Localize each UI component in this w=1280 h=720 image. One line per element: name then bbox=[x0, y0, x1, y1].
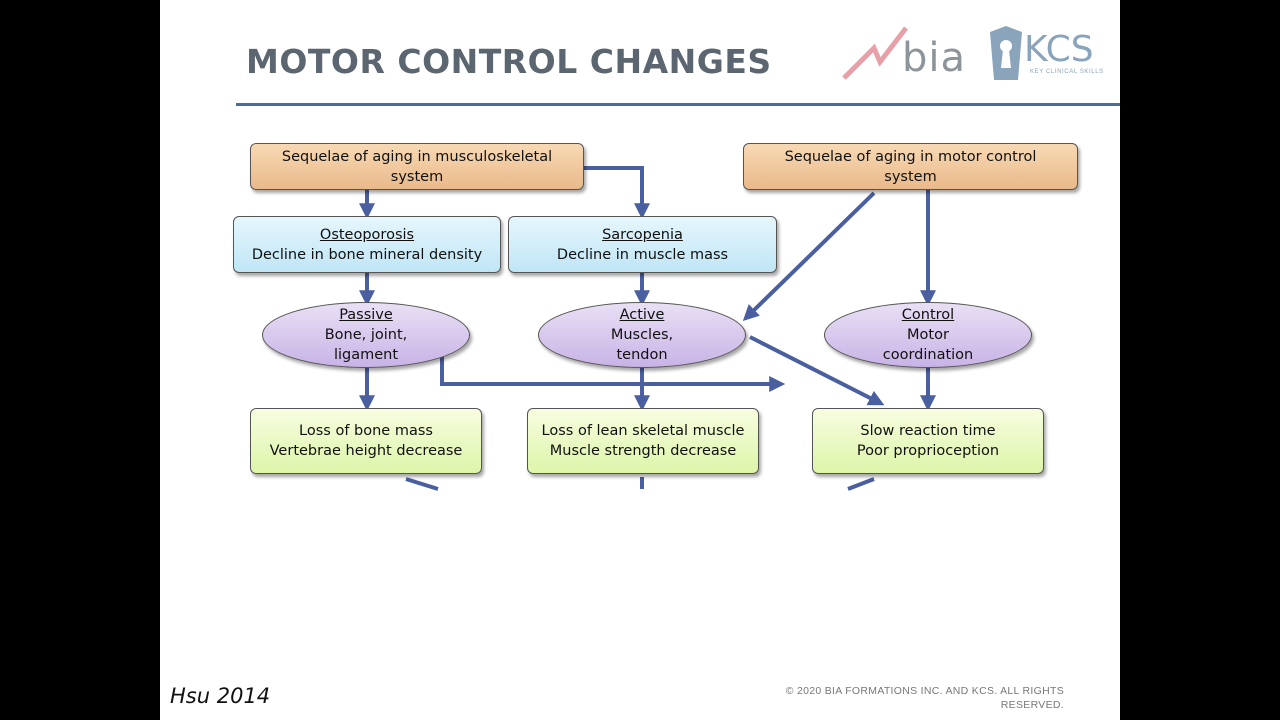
box-osteoporosis: Osteoporosis Decline in bone mineral den… bbox=[233, 216, 501, 273]
oval-passive: Passive Bone, joint, ligament bbox=[262, 302, 470, 368]
sequelae-ms-line2: system bbox=[390, 168, 444, 185]
arrow-mc-to-active bbox=[742, 191, 876, 322]
control-heading: Control bbox=[901, 307, 955, 323]
arrow-active-to-slow-reaction bbox=[749, 335, 885, 406]
slide-title: MOTOR CONTROL CHANGES bbox=[246, 42, 772, 81]
bia-logo-text: bia bbox=[902, 35, 967, 81]
sequelae-mc-line1: Sequelae of aging in motor control bbox=[784, 148, 1037, 165]
bia-logo-mark bbox=[842, 26, 908, 80]
oval-control: Control Motor coordination bbox=[824, 302, 1032, 368]
active-heading: Active bbox=[619, 307, 665, 323]
box-sequelae-motor-control: Sequelae of aging in motor control syste… bbox=[743, 143, 1078, 190]
passive-line2: ligament bbox=[333, 347, 399, 363]
title-divider bbox=[236, 103, 1120, 106]
oval-active: Active Muscles, tendon bbox=[538, 302, 746, 368]
control-line1: Motor bbox=[907, 327, 949, 343]
sequelae-mc-line2: system bbox=[884, 168, 937, 185]
copyright-notice: © 2020 BIA FORMATIONS INC. AND KCS. ALL … bbox=[764, 684, 1064, 712]
outcome-muscle-line2: Muscle strength decrease bbox=[549, 443, 737, 459]
citation: Hsu 2014 bbox=[170, 684, 271, 708]
kcs-logo-tagline: KEY CLINICAL SKILLS bbox=[1030, 69, 1104, 75]
kcs-logo-text: KCS bbox=[1024, 29, 1094, 70]
box-outcome-muscle: Loss of lean skeletal muscle Muscle stre… bbox=[527, 408, 759, 474]
outcome-bone-line2: Vertebrae height decrease bbox=[269, 443, 463, 459]
sarcopenia-heading: Sarcopenia bbox=[602, 226, 683, 243]
active-line1: Muscles, bbox=[610, 327, 674, 343]
arrow-bone-outcome-down bbox=[405, 477, 439, 491]
slide: MOTOR CONTROL CHANGES bia KCS KEY CLINIC… bbox=[160, 0, 1120, 720]
outcome-control-line1: Slow reaction time bbox=[860, 423, 996, 439]
box-outcome-control: Slow reaction time Poor proprioception bbox=[812, 408, 1044, 474]
sarcopenia-detail: Decline in muscle mass bbox=[556, 246, 729, 263]
diagram-arrows bbox=[359, 166, 936, 491]
box-outcome-bone: Loss of bone mass Vertebrae height decre… bbox=[250, 408, 482, 474]
copyright-line2: RESERVED. bbox=[1000, 699, 1064, 711]
arrow-control-outcome-down bbox=[847, 477, 875, 491]
passive-heading: Passive bbox=[339, 307, 393, 323]
box-sarcopenia: Sarcopenia Decline in muscle mass bbox=[508, 216, 777, 273]
arrow-passive-to-lower bbox=[440, 354, 786, 392]
osteoporosis-heading: Osteoporosis bbox=[319, 226, 415, 243]
active-line2: tendon bbox=[616, 347, 668, 363]
outcome-control-line2: Poor proprioception bbox=[856, 443, 1000, 459]
outcome-muscle-line1: Loss of lean skeletal muscle bbox=[541, 423, 745, 439]
sequelae-ms-line1: Sequelae of aging in musculoskeletal bbox=[281, 148, 553, 165]
passive-line1: Bone, joint, bbox=[324, 327, 408, 343]
box-sequelae-musculoskeletal: Sequelae of aging in musculoskeletal sys… bbox=[250, 143, 584, 190]
copyright-line1: © 2020 BIA FORMATIONS INC. AND KCS. ALL … bbox=[785, 685, 1064, 697]
arrow-ms-to-sarcopenia bbox=[584, 166, 650, 220]
outcome-bone-line1: Loss of bone mass bbox=[299, 423, 433, 439]
osteoporosis-detail: Decline in bone mineral density bbox=[251, 246, 483, 263]
control-line2: coordination bbox=[882, 347, 974, 363]
kcs-logo-keyhole bbox=[990, 26, 1022, 80]
